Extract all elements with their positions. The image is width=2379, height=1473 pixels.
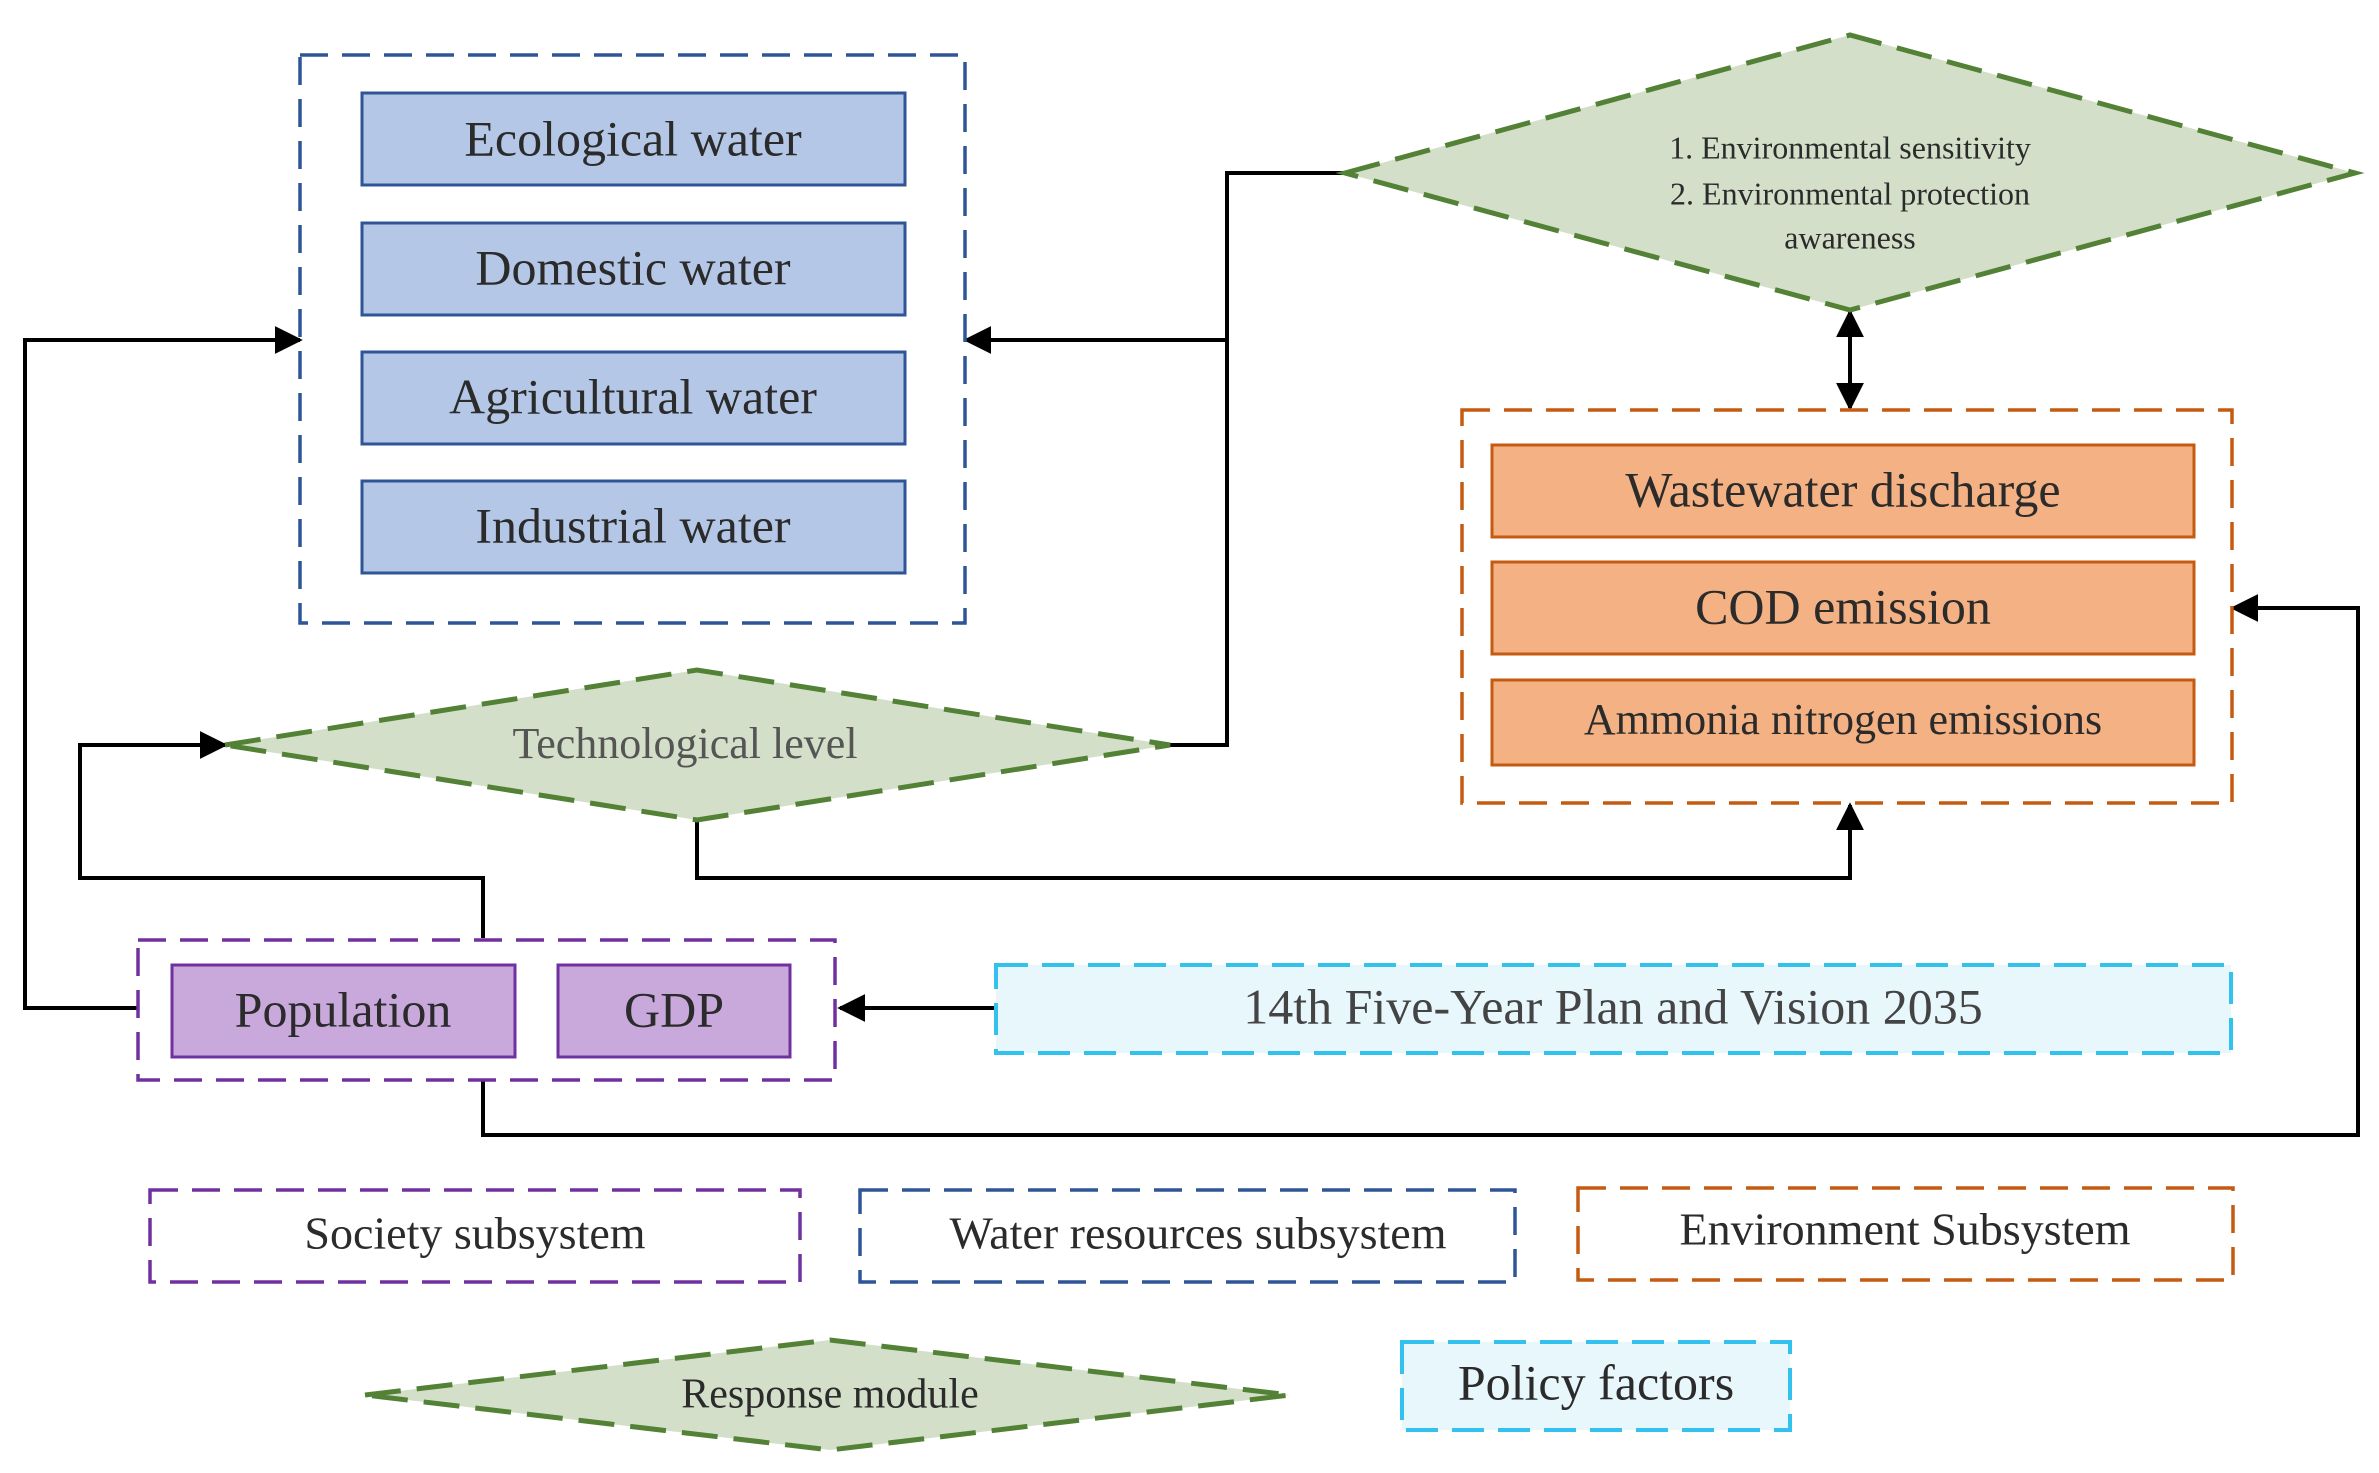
ecological-water-label: Ecological water	[464, 110, 802, 166]
arrow-society-to-environment	[481, 594, 2360, 1137]
population-box	[170, 963, 517, 1059]
technology-response-module: Technological level	[224, 667, 1171, 823]
arrow-awareness-to-water	[963, 171, 1345, 354]
awareness-diamond	[1335, 32, 2365, 313]
domestic-water-box	[360, 221, 907, 317]
ammonia-nitrogen-label: Ammonia nitrogen emissions	[1584, 695, 2102, 744]
legend-society-swatch	[148, 1188, 802, 1284]
industrial-water-label: Industrial water	[475, 497, 791, 553]
awareness-line-2: 2. Environmental protection	[1670, 175, 2030, 211]
arrow-population-to-water	[23, 326, 303, 1010]
cod-emission-label: COD emission	[1695, 578, 1991, 634]
technology-diamond	[224, 667, 1171, 823]
legend-environment-label: Environment Subsystem	[1679, 1204, 2130, 1255]
ecological-water-box	[360, 91, 907, 187]
legend-society-label: Society subsystem	[304, 1208, 645, 1259]
environment-frame	[1460, 408, 2234, 805]
awareness-line-1: 1. Environmental sensitivity	[1669, 129, 2031, 165]
cod-emission-box	[1490, 560, 2196, 656]
policy-factor: 14th Five-Year Plan and Vision 2035	[994, 963, 2233, 1055]
legend-water-swatch	[858, 1188, 1517, 1284]
legend: Society subsystem Water resources subsys…	[148, 1186, 2235, 1453]
gdp-label: GDP	[624, 981, 724, 1037]
water-resources-frame	[298, 53, 967, 625]
policy-plan-box	[994, 963, 2233, 1055]
arrow-technology-to-environment	[695, 802, 1864, 880]
industrial-water-box	[360, 479, 907, 575]
arrow-society-to-technology	[78, 731, 485, 938]
legend-policy-label: Policy factors	[1458, 1354, 1734, 1410]
legend-environment-swatch	[1576, 1186, 2235, 1282]
legend-response-label: Response module	[681, 1372, 978, 1418]
wastewater-discharge-box	[1490, 443, 2196, 539]
agricultural-water-label: Agricultural water	[449, 368, 817, 424]
legend-policy-swatch	[1400, 1340, 1792, 1432]
connectors	[23, 171, 2360, 1137]
line-technology-to-water	[1170, 340, 1229, 747]
domestic-water-label: Domestic water	[475, 239, 791, 295]
population-label: Population	[235, 981, 452, 1037]
gdp-box	[556, 963, 792, 1059]
legend-response-swatch	[364, 1337, 1291, 1453]
agricultural-water-box	[360, 350, 907, 446]
water-resources-subsystem: Ecological water Domestic water Agricult…	[298, 53, 967, 625]
technology-label: Technological level	[512, 719, 857, 768]
wastewater-discharge-label: Wastewater discharge	[1625, 461, 2060, 517]
society-subsystem: Population GDP	[136, 938, 837, 1082]
society-frame	[136, 938, 837, 1082]
awareness-response-module: 1. Environmental sensitivity 2. Environm…	[1335, 32, 2365, 313]
legend-water-label: Water resources subsystem	[949, 1208, 1446, 1259]
environment-subsystem: Wastewater discharge COD emission Ammoni…	[1460, 408, 2234, 805]
ammonia-nitrogen-box	[1490, 678, 2196, 767]
awareness-line-3: awareness	[1784, 219, 1915, 255]
policy-plan-label: 14th Five-Year Plan and Vision 2035	[1243, 978, 1983, 1034]
